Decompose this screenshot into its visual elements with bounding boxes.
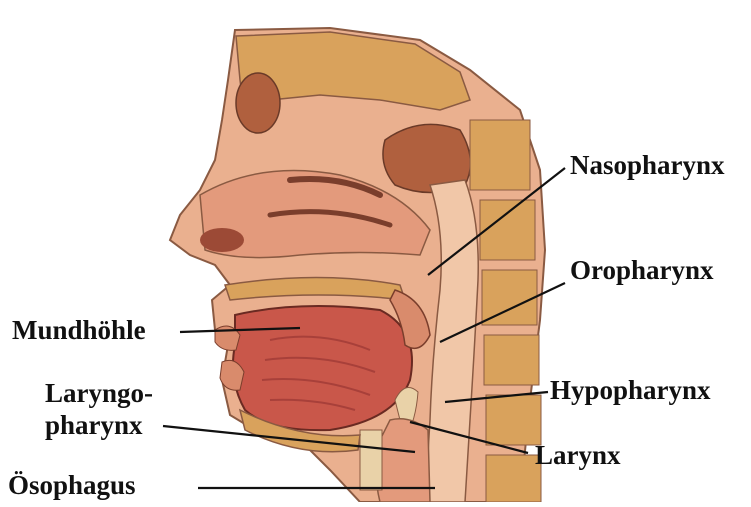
thyroid-cartilage <box>360 430 382 490</box>
label-hypopharynx: Hypopharynx <box>550 375 711 405</box>
label-mundhoehle: Mundhöhle <box>12 315 146 345</box>
label-oropharynx: Oropharynx <box>570 255 714 285</box>
larynx-structure <box>376 419 430 502</box>
label-nasopharynx: Nasopharynx <box>570 150 725 180</box>
frontal-sinus <box>236 73 280 133</box>
label-larynx: Larynx <box>535 440 621 470</box>
oral-cavity <box>233 306 412 430</box>
label-oesophagus: Ösophagus <box>8 470 136 500</box>
label-pharynx: pharynx <box>45 410 143 440</box>
label-laryngo: Laryngo- <box>45 378 153 408</box>
nostril <box>200 228 244 252</box>
